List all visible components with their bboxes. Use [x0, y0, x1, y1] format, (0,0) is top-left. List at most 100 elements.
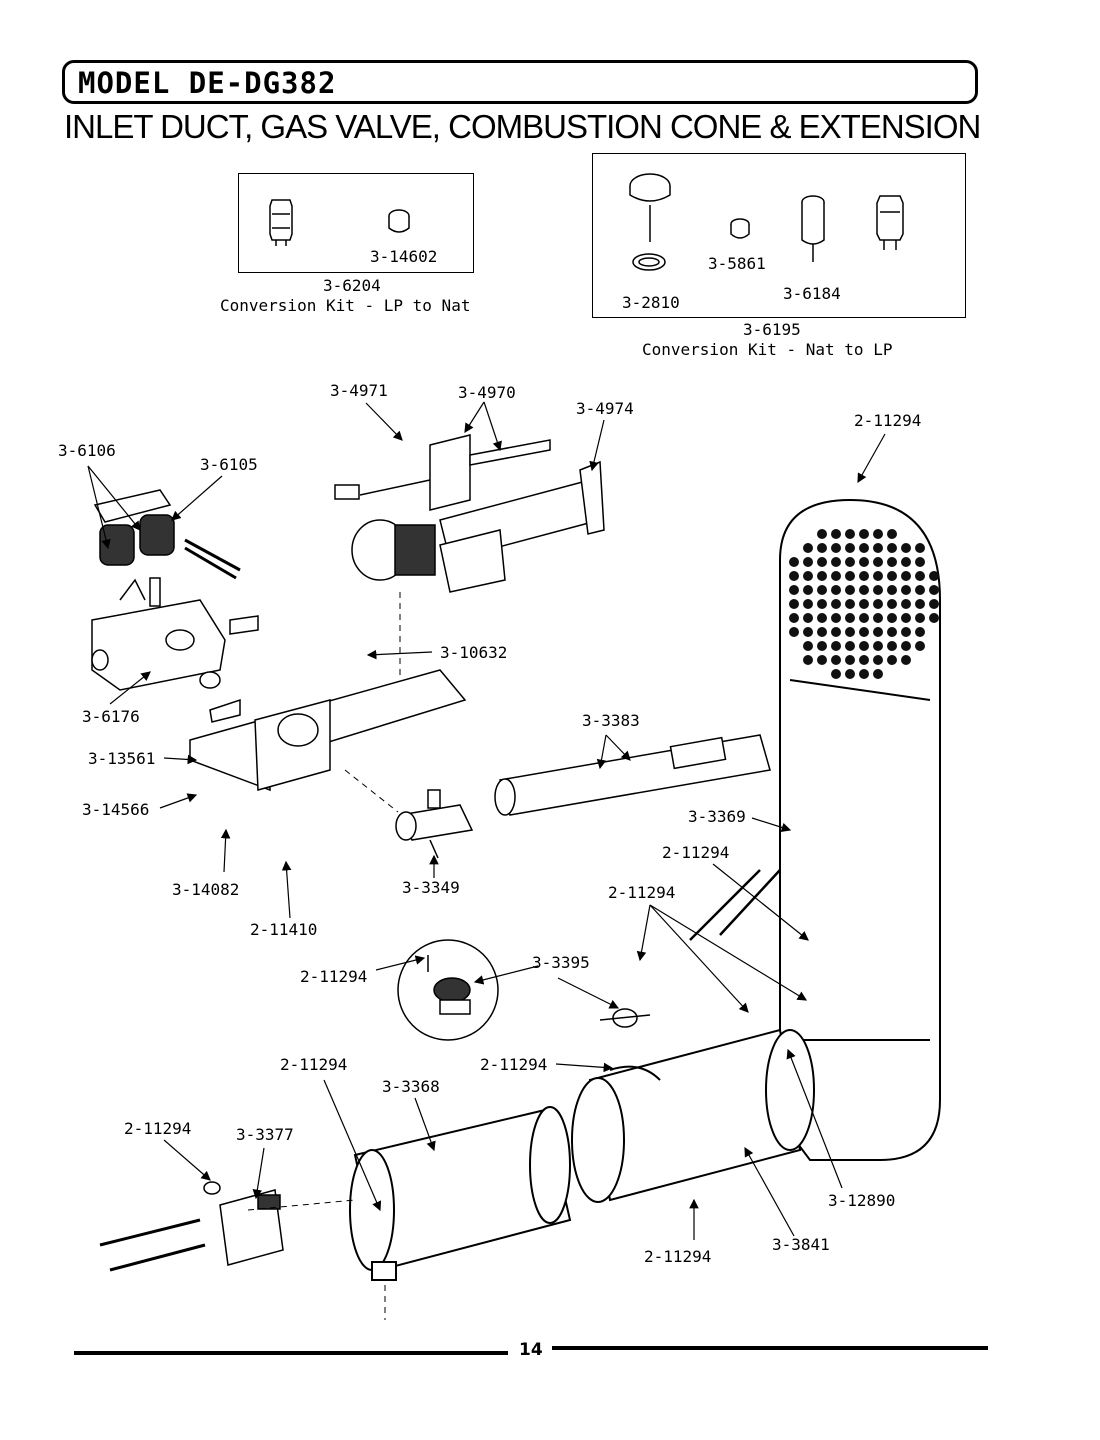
callout-2-11294-b: 2-11294 [662, 843, 729, 862]
callout-3-13561: 3-13561 [88, 749, 155, 768]
callout-2-11294-g: 2-11294 [124, 1119, 191, 1138]
perforation-hole [817, 641, 827, 651]
perforation-hole [915, 557, 925, 567]
callout-3-3395: 3-3395 [532, 953, 590, 972]
burner-igniter-assembly [334, 434, 605, 593]
combustion-extension [571, 1028, 815, 1203]
perforation-hole [817, 543, 827, 553]
perforation-hole [789, 599, 799, 609]
perforation-hole [817, 599, 827, 609]
perforation-hole [887, 599, 897, 609]
perforation-hole [859, 557, 869, 567]
perforation-hole [817, 585, 827, 595]
perforation-hole [859, 585, 869, 595]
perforation-hole [803, 599, 813, 609]
perforation-hole [887, 557, 897, 567]
perforation-hole [831, 529, 841, 539]
perforation-hole [803, 627, 813, 637]
perforation-hole [929, 599, 939, 609]
perforation-hole [803, 557, 813, 567]
perforation-hole [845, 669, 855, 679]
perforation-hole [929, 585, 939, 595]
perforation-hole [859, 599, 869, 609]
callout-3-3383: 3-3383 [582, 711, 640, 730]
callout-2-11294-h: 2-11294 [644, 1247, 711, 1266]
perforation-hole [915, 571, 925, 581]
perforation-hole [887, 613, 897, 623]
thermostat-detail [397, 939, 499, 1041]
perforation-hole [817, 627, 827, 637]
regulator-cap-icon [629, 173, 671, 271]
perforation-hole [901, 627, 911, 637]
perforation-hole [859, 641, 869, 651]
callout-2-11294-f: 2-11294 [280, 1055, 347, 1074]
perforation-hole [831, 571, 841, 581]
perforation-hole [789, 585, 799, 595]
perforation-hole [803, 613, 813, 623]
perforation-hole [873, 557, 883, 567]
callout-3-3841: 3-3841 [772, 1235, 830, 1254]
page-number: 14 [519, 1340, 543, 1360]
perforation-hole [901, 585, 911, 595]
perforation-hole [789, 613, 799, 623]
perforation-hole [789, 571, 799, 581]
perforation-hole [845, 571, 855, 581]
perforation-hole [859, 627, 869, 637]
model-title-frame [62, 60, 978, 104]
perforation-hole [859, 613, 869, 623]
lp-orifice-icon [876, 195, 904, 250]
perforation-hole [845, 627, 855, 637]
callout-3-3368: 3-3368 [382, 1077, 440, 1096]
shutoff-valve [395, 789, 474, 859]
perforation-hole [803, 641, 813, 651]
perforation-hole [831, 669, 841, 679]
perforation-hole [859, 571, 869, 581]
callout-3-3377: 3-3377 [236, 1125, 294, 1144]
perforation-hole [831, 543, 841, 553]
perforation-hole [831, 613, 841, 623]
callout-3-14082: 3-14082 [172, 880, 239, 899]
perforation-hole [859, 529, 869, 539]
callout-3-4974: 3-4974 [576, 399, 634, 418]
perforation-hole [887, 529, 897, 539]
perforation-hole [887, 655, 897, 665]
callout-2-11410: 2-11410 [250, 920, 317, 939]
callout-2-11294-e: 2-11294 [480, 1055, 547, 1074]
orifice-fitting-icon [269, 199, 293, 246]
perforation-hole [789, 627, 799, 637]
perforation-hole [901, 641, 911, 651]
flame-sensor [99, 1181, 284, 1272]
perforation-hole [873, 599, 883, 609]
orifice-cap-icon [388, 209, 410, 233]
perforation-hole [873, 529, 883, 539]
combustion-cone [349, 1106, 572, 1281]
perforation-hole [929, 571, 939, 581]
perforation-hole [803, 543, 813, 553]
perforation-hole [873, 627, 883, 637]
perforation-hole [873, 613, 883, 623]
kit-nat-to-lp-part-6184: 3-6184 [783, 284, 841, 303]
inlet-duct [779, 498, 941, 1161]
model-title: MODEL DE-DG382 [78, 66, 337, 100]
perforation-hole [845, 585, 855, 595]
thermostat-mounted [599, 1008, 651, 1028]
wire-leads [689, 869, 781, 941]
perforation-hole [845, 599, 855, 609]
perforation-hole [901, 613, 911, 623]
perforation-hole [873, 669, 883, 679]
valve-bracket [189, 669, 467, 792]
inlet-pipe [494, 734, 771, 816]
perforation-hole [817, 557, 827, 567]
perforation-hole [817, 571, 827, 581]
perforation-hole [915, 613, 925, 623]
perforation-hole [873, 585, 883, 595]
perforation-hole [887, 571, 897, 581]
perforation-hole [845, 655, 855, 665]
perforation-hole [817, 613, 827, 623]
perforation-hole [873, 641, 883, 651]
page-subtitle: INLET DUCT, GAS VALVE, COMBUSTION CONE &… [64, 108, 981, 145]
callout-2-11294-c: 2-11294 [608, 883, 675, 902]
kit-nat-to-lp-caption: Conversion Kit - Nat to LP [642, 340, 893, 359]
callout-3-10632: 3-10632 [440, 643, 507, 662]
